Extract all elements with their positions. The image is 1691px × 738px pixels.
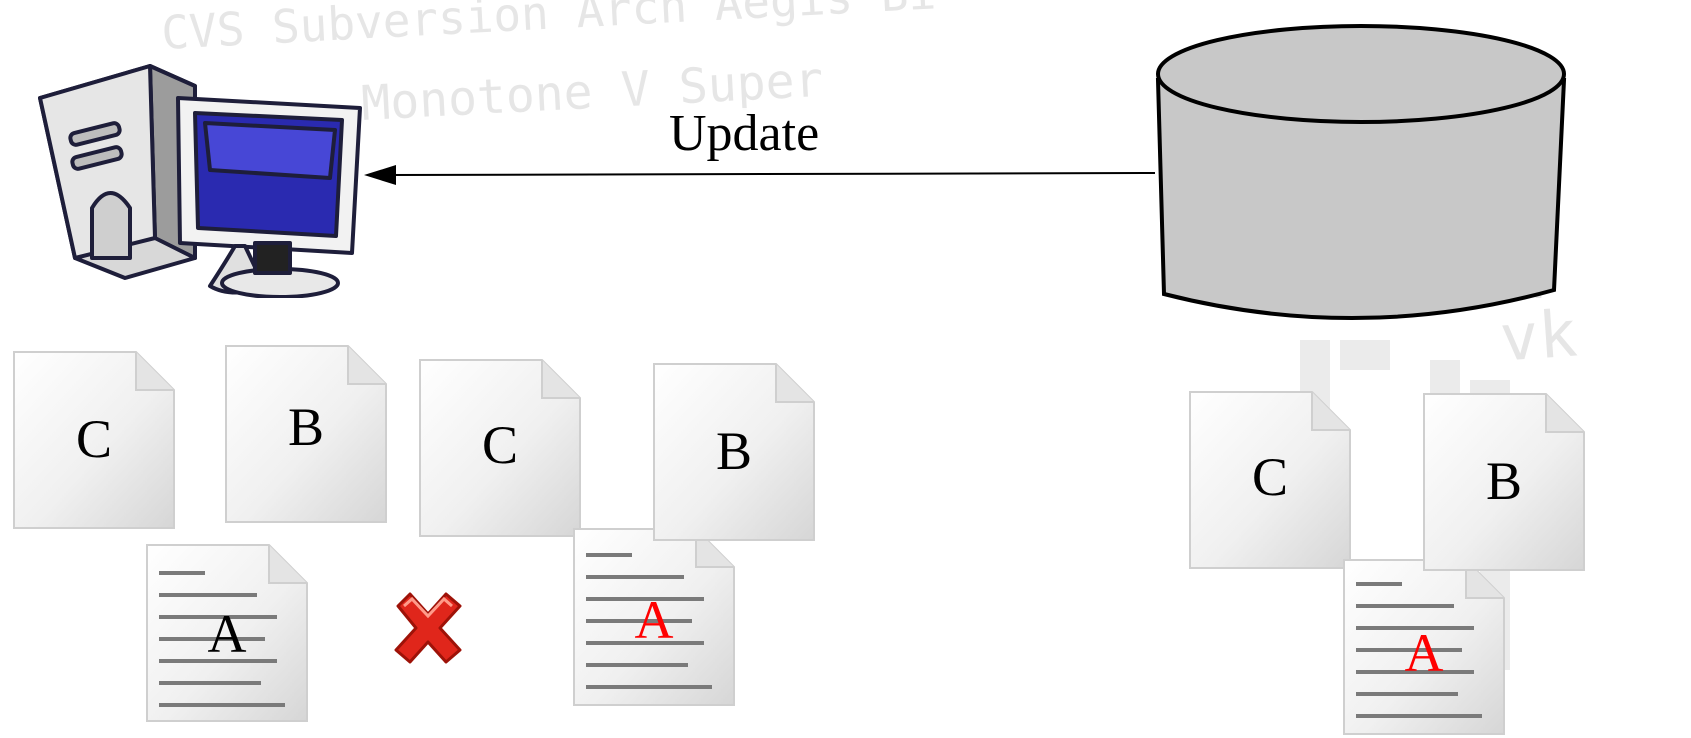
document-label: C <box>481 415 519 475</box>
text-document-icon <box>1343 559 1505 735</box>
workspace-document-b: B <box>224 344 388 524</box>
document-label: C <box>75 409 113 469</box>
document-label: B <box>715 421 753 481</box>
text-document-icon <box>146 544 308 722</box>
document-label: B <box>1485 451 1523 511</box>
repository-database-icon <box>1155 24 1567 320</box>
updated-document-c: C <box>418 358 582 538</box>
repository-document-b: B <box>1422 392 1586 572</box>
red-x-icon <box>394 592 462 664</box>
document-label: B <box>287 397 325 457</box>
blank-document-icon <box>1423 393 1585 571</box>
document-label: C <box>1251 447 1289 507</box>
document-label-changed: A <box>634 590 674 650</box>
blank-document-icon <box>419 359 581 537</box>
document-label: A <box>207 604 247 664</box>
blank-document-icon <box>13 351 175 529</box>
updated-document-b: B <box>652 362 816 542</box>
blank-document-icon <box>225 345 387 523</box>
updated-document-a: A <box>572 527 736 707</box>
desktop-computer-icon <box>38 64 362 298</box>
document-label-changed: A <box>1404 623 1444 683</box>
workspace-document-c: C <box>12 350 176 530</box>
blank-document-icon <box>653 363 815 541</box>
update-arrow <box>364 165 1156 185</box>
workspace-document-a: A <box>145 543 309 723</box>
repository-document-c: C <box>1188 390 1352 570</box>
repository-document-a: A <box>1342 558 1506 738</box>
blank-document-icon <box>1189 391 1351 569</box>
update-arrow-label: Update <box>667 105 822 162</box>
